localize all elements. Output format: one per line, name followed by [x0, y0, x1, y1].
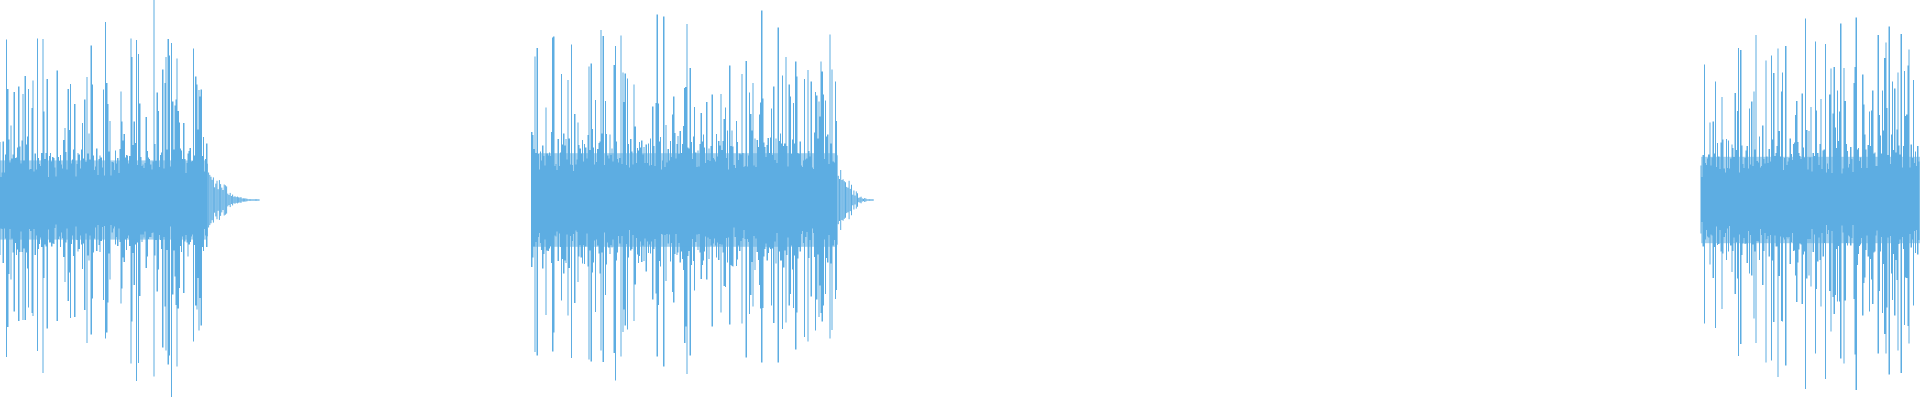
- waveform-segment-3: [1700, 17, 1920, 390]
- waveform-core-band: [531, 153, 838, 247]
- waveform-core-band: [1701, 156, 1920, 244]
- waveform-segment-2: [531, 10, 874, 381]
- waveform-segment-1: [0, 0, 260, 397]
- waveform-core-band: [0, 160, 208, 240]
